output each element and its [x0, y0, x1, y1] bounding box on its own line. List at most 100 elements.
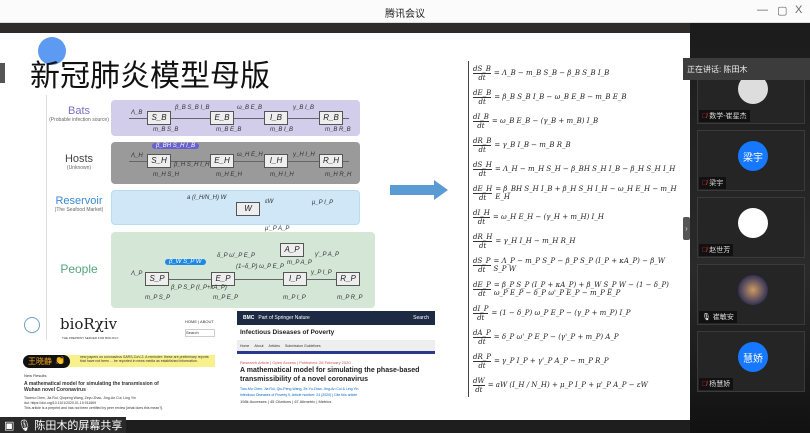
minimize-button[interactable]: —: [757, 4, 768, 16]
equation-denominator: dt: [478, 97, 486, 106]
people-band: [111, 232, 375, 308]
node: R_P: [336, 272, 360, 286]
node: E_H: [210, 154, 234, 168]
participant-tile[interactable]: 梁宇 🎙̸梁宇: [697, 130, 805, 191]
screen-share-label: ▣🎙 陈田木的屏幕共享: [0, 417, 127, 433]
equation-denominator: dt: [478, 289, 486, 298]
equation-rhs: = γ_P I_P + γ'_P A_P − m_P R_P: [493, 357, 609, 365]
biorxiv-logo: bioRχiv: [60, 315, 118, 333]
equation-denominator: dt: [478, 73, 486, 82]
avatar: [738, 208, 768, 238]
avatar: [738, 275, 768, 305]
equation-rhs: = ω_H E_H − (γ_H + m_H) I_H: [492, 213, 604, 221]
equation-numerator: dW: [473, 376, 485, 386]
group-label-reservoir: Reservoir(The Seafood Market): [54, 195, 104, 213]
equation-rhs: = Λ_B − m_B S_B − β_B S_B I_B: [493, 69, 610, 77]
equation-rhs: = γ_B I_B − m_B R_B: [494, 141, 571, 149]
participant-tile[interactable]: 🎙̸赵世芳: [697, 197, 805, 258]
avatar: 慧娇: [738, 342, 768, 372]
group-label-bats: Bats(Probable infection source): [49, 105, 109, 123]
speaking-indicator: 正在讲话: 陈田木: [683, 58, 810, 80]
equation-numerator: dR_B: [473, 136, 492, 146]
node: A_P: [280, 243, 304, 257]
equation-rhs: = β_BH S_H I_B + β_H S_H I_H − ω_H E_H −…: [495, 185, 677, 201]
equation-rhs: = aW (I_H / N_H) + μ_P I_P + μ'_P A_P − …: [487, 381, 648, 389]
left-panel-handle[interactable]: [0, 63, 5, 83]
search-input[interactable]: Search: [185, 329, 215, 337]
equation-denominator: dt: [477, 217, 486, 226]
node: R_H: [319, 154, 343, 168]
equation-rhs: = Λ_P − m_P S_P − β_P S_P (I_P + κA_P) −…: [493, 257, 665, 273]
reaction-badge: 王晓静👏: [23, 355, 70, 368]
equation-denominator: dt: [477, 121, 485, 130]
mic-muted-icon: 🎙̸: [702, 179, 708, 187]
equation-denominator: dt: [478, 361, 486, 370]
close-button[interactable]: X: [795, 4, 803, 16]
node: S_B: [147, 111, 171, 125]
equation-rhs: = (1 − δ_P) ω_P E_P − (γ_P + m_P) I_P: [491, 309, 631, 317]
equation-denominator: dt: [478, 169, 487, 178]
participant-panel: 🎙̸数学-崔星杰 梁宇 🎙̸梁宇 🎙̸赵世芳 🎙崔敏安 慧娇 🎙̸杨慧娇: [690, 23, 810, 433]
mic-icon: 🎙: [702, 314, 711, 321]
mic-muted-icon: 🎙̸: [702, 112, 708, 120]
node: R_B: [319, 111, 343, 125]
group-label-people: People: [60, 262, 98, 276]
monitor-icon: ▣: [4, 419, 15, 432]
equation-numerator: dS_H: [473, 160, 492, 170]
reservoir-band: [111, 190, 360, 225]
equation-numerator: dA_P: [473, 328, 491, 338]
node: S_H: [147, 154, 171, 168]
equation-numerator: dR_P: [473, 352, 491, 362]
equation-rhs: = δ_P ω'_P E_P − (γ'_P + m_P) A_P: [493, 333, 619, 341]
mic-muted-icon: 🎙̸: [702, 246, 708, 254]
shared-screen: 新冠肺炎模型母版 Bats(Probable infection source)…: [0, 33, 690, 420]
node: S_P: [145, 272, 169, 286]
equation-rhs: = β_B S_B I_B − ω_B E_B − m_B E_B: [494, 93, 627, 101]
equation-numerator: dS_P: [473, 256, 491, 266]
equation-rhs: = Λ_H − m_H S_H − β_BH S_H I_B − β_H S_H…: [494, 165, 676, 173]
equation-denominator: dt: [478, 337, 486, 346]
right-arrow-icon: [390, 180, 448, 200]
biorxiv-screenshot: bioRχiv THE PREPRINT SERVER FOR BIOLOGY …: [23, 315, 215, 410]
slide-title: 新冠肺炎模型母版: [30, 59, 270, 94]
node: E_P: [211, 272, 235, 286]
model-diagram: Bats(Probable infection source) Hosts(Un…: [46, 95, 386, 340]
maximize-button[interactable]: ▢: [777, 5, 788, 17]
window-title: 腾讯会议: [385, 9, 425, 20]
equation-numerator: dE_H: [473, 184, 493, 194]
avatar: 梁宇: [738, 141, 768, 171]
equation-denominator: dt: [479, 241, 487, 250]
node: W: [236, 202, 260, 216]
node: I_H: [264, 154, 288, 168]
equation-numerator: dE_P: [473, 280, 491, 290]
expand-panel-handle[interactable]: ›: [683, 217, 690, 240]
equation-denominator: dt: [478, 265, 486, 274]
participant-tile[interactable]: 🎙崔敏安: [697, 264, 805, 325]
group-label-hosts: Hosts(Unknown): [64, 153, 94, 171]
mic-muted-icon: 🎙̸: [702, 380, 708, 388]
cshl-logo-icon: [24, 317, 40, 333]
equation-denominator: dt: [478, 193, 487, 202]
node: I_P: [283, 272, 307, 286]
mic-icon: 🎙: [17, 419, 32, 432]
equation-numerator: dE_B: [473, 88, 492, 98]
floating-ball-icon[interactable]: [38, 37, 66, 65]
node: E_B: [210, 111, 234, 125]
participant-tile[interactable]: 慧娇 🎙̸杨慧娇: [697, 331, 805, 392]
title-bar: 腾讯会议 — ▢ X: [0, 0, 810, 23]
